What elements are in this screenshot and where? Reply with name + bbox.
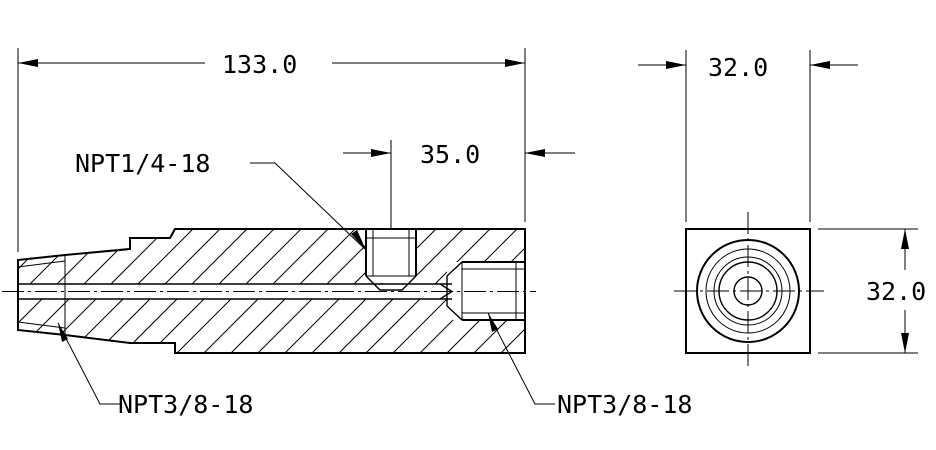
callout-top-port: NPT1/4-18 [75, 149, 367, 251]
dim-end-width: 32.0 [638, 50, 858, 222]
callout-right-port: NPT3/8-18 [487, 312, 692, 419]
hatch-line [466, 229, 525, 353]
port-offset-text: 35.0 [420, 140, 480, 169]
dim-end-height: 32.0 [818, 228, 926, 354]
overall-length-text: 133.0 [222, 50, 297, 79]
end-view: 32.0 32.0 [638, 50, 926, 366]
right-port-label: NPT3/8-18 [557, 390, 692, 419]
left-port-label: NPT3/8-18 [118, 390, 253, 419]
callout-left-port: NPT3/8-18 [57, 322, 253, 419]
dim-port-offset: 35.0 [343, 140, 575, 229]
section-hatching [18, 220, 688, 360]
hatch-line [548, 220, 688, 360]
end-height-text: 32.0 [866, 277, 926, 306]
dim-overall-length: 133.0 [17, 48, 526, 252]
top-port-label: NPT1/4-18 [75, 149, 210, 178]
side-view: 133.0 35.0 NPT1/4-18 NPT3/8-18 NPT3/8-18 [2, 48, 692, 419]
top-port [365, 229, 417, 291]
hatch-line [493, 229, 525, 353]
end-width-text: 32.0 [708, 53, 768, 82]
hatch-line [520, 229, 525, 353]
